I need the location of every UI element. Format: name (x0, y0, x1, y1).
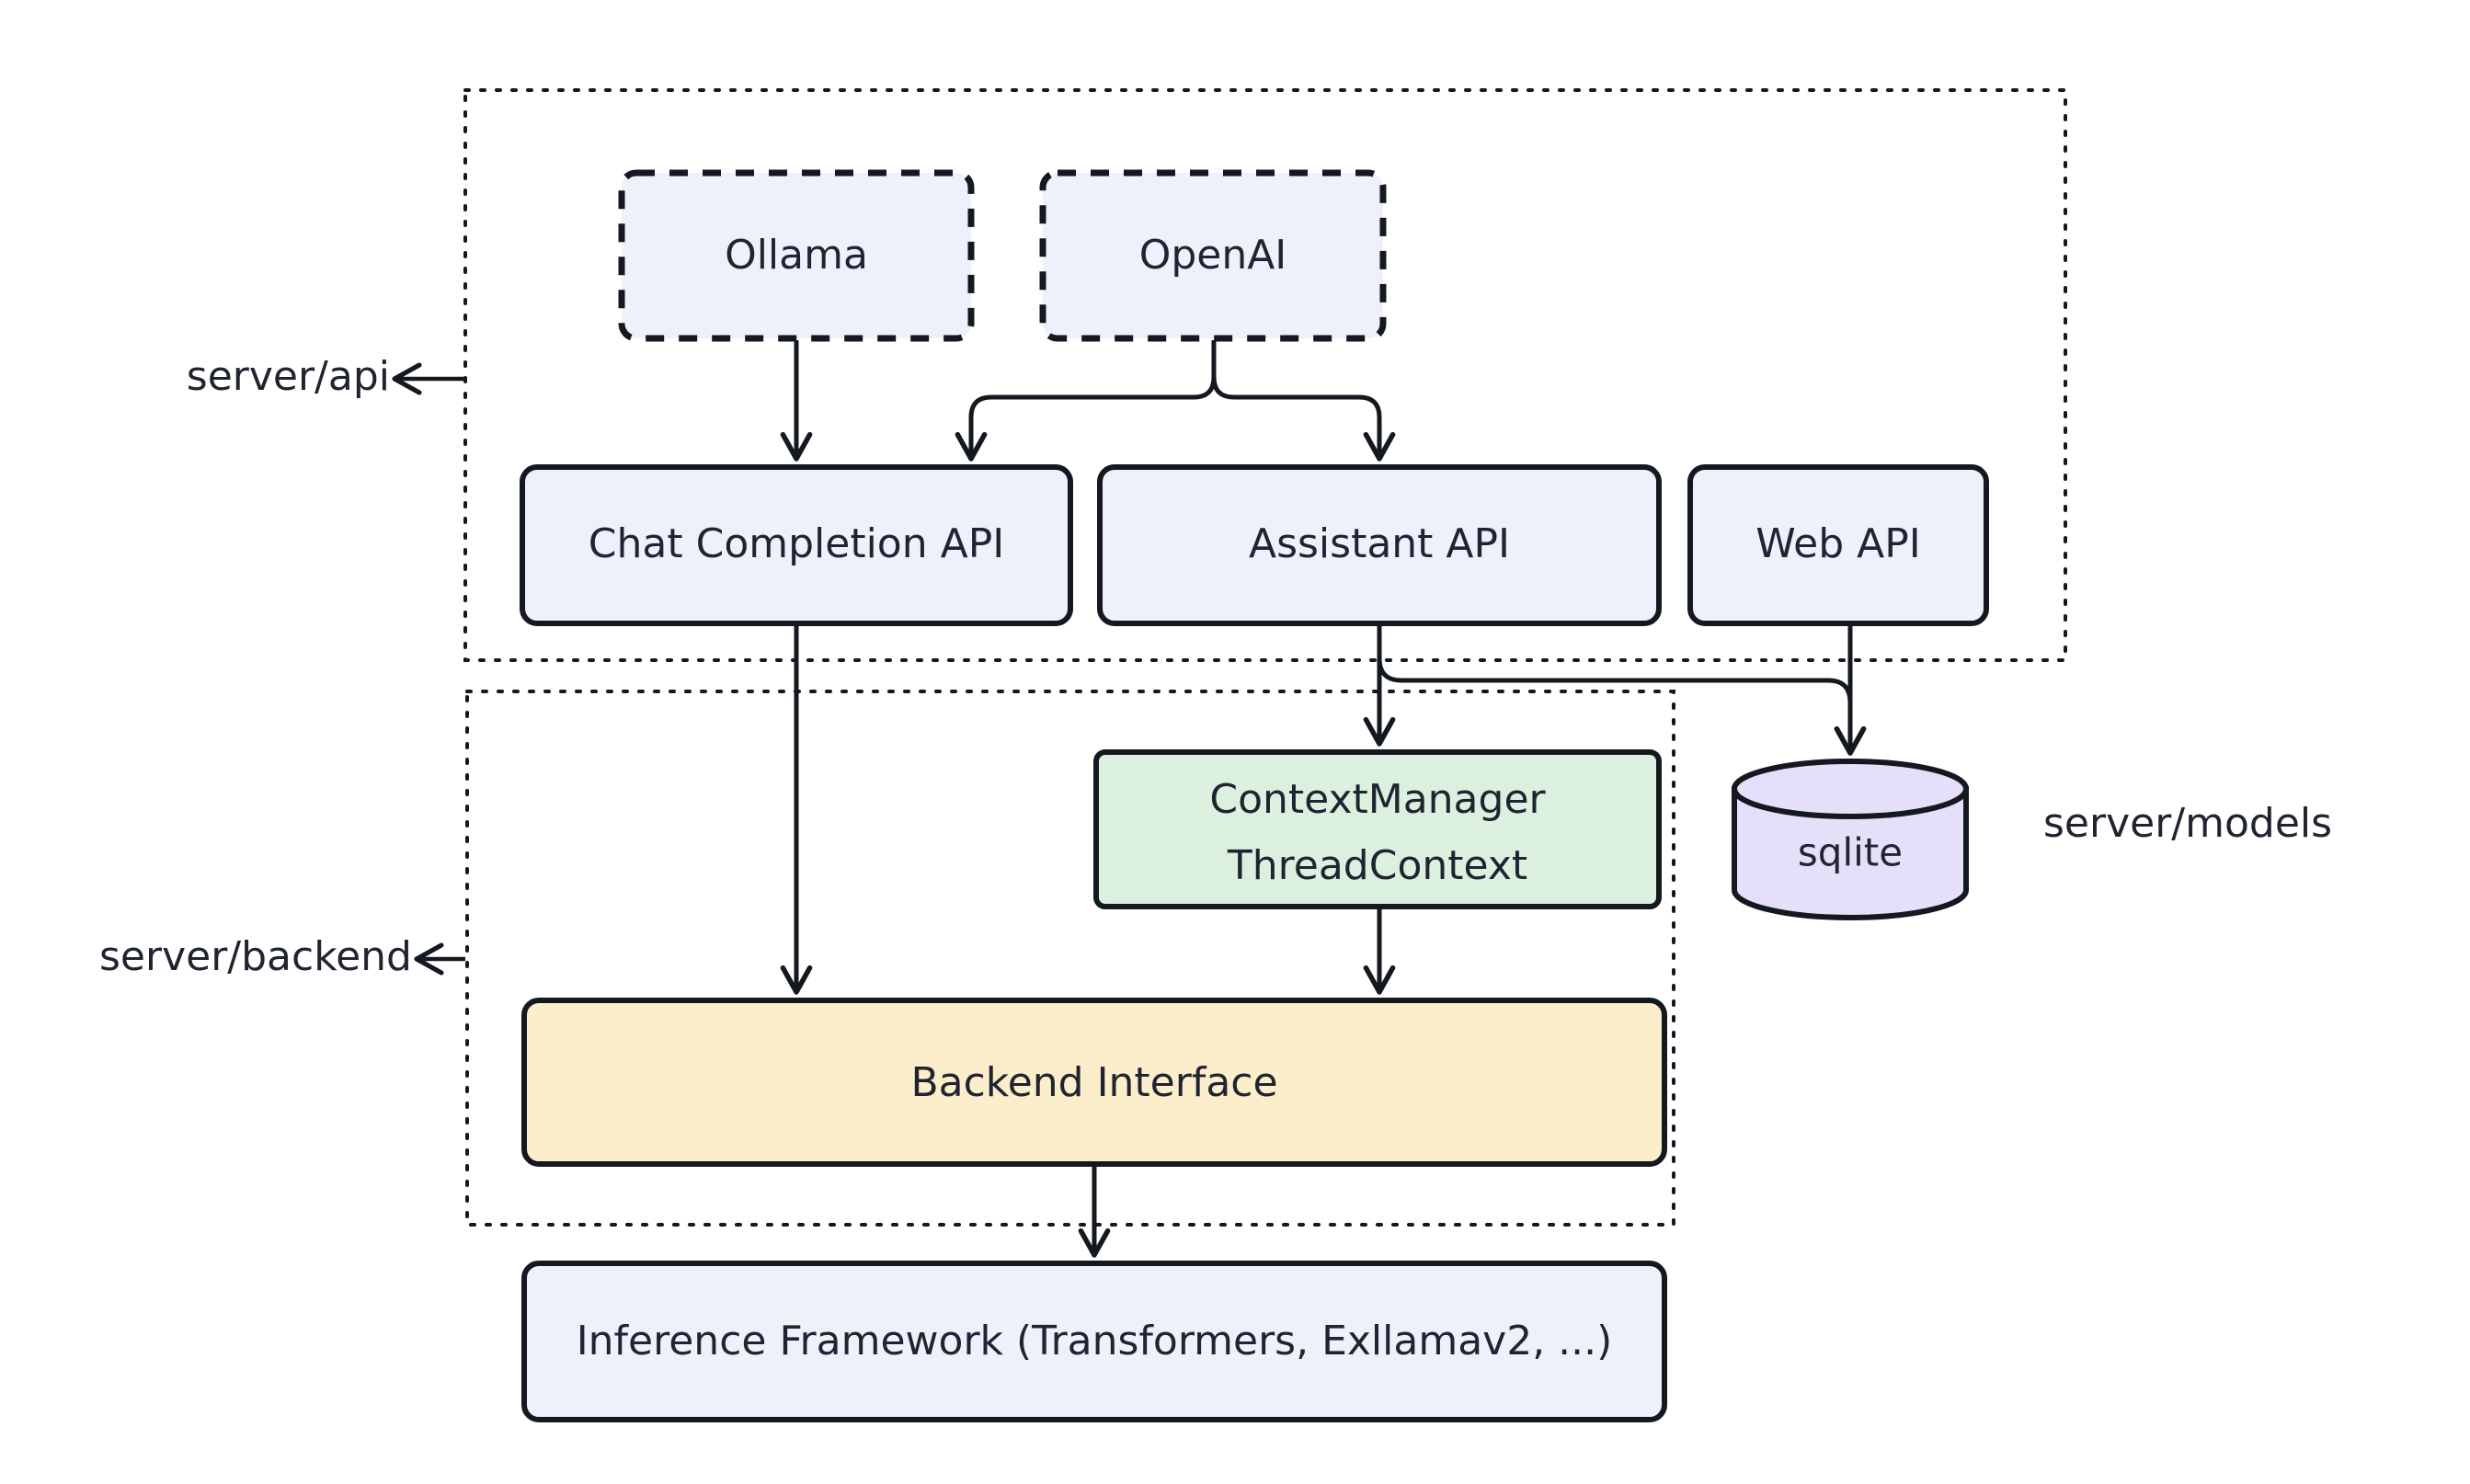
group-server-api (463, 88, 2067, 662)
node-ollama[interactable]: Ollama (618, 169, 975, 342)
node-web-api[interactable]: Web API (1687, 464, 1989, 626)
node-sqlite-label: sqlite (1798, 830, 1903, 875)
node-openai-label: OpenAI (1139, 232, 1287, 279)
node-context-manager[interactable]: ContextManager ThreadContext (1093, 749, 1662, 909)
node-assistant-api-shape[interactable] (1097, 464, 1662, 626)
node-ollama-shape[interactable] (618, 169, 975, 342)
group-label-server-api-text: server/api (187, 353, 390, 400)
node-chat-completion-api-shape[interactable] (520, 464, 1073, 626)
node-web-api-shape[interactable] (1687, 464, 1989, 626)
group-label-server-api: server/api (187, 353, 463, 400)
edge-assistant-api-to-sqlite (1377, 636, 1867, 756)
node-backend-interface-shape[interactable] (521, 998, 1667, 1167)
node-inference-framework-shape[interactable] (521, 1261, 1667, 1422)
node-sqlite-top[interactable] (1732, 759, 1969, 819)
node-openai-shape[interactable] (1039, 169, 1387, 342)
node-context-manager-label-line2: ThreadContext (1227, 842, 1527, 889)
node-sqlite-body[interactable] (1732, 786, 1969, 920)
node-context-manager-label-line1: ContextManager (1209, 776, 1546, 823)
node-backend-interface-label: Backend Interface (910, 1059, 1277, 1106)
group-server-backend (465, 690, 1675, 1227)
node-assistant-api-label: Assistant API (1249, 520, 1510, 567)
group-label-server-backend: server/backend (99, 933, 465, 980)
node-backend-interface[interactable]: Backend Interface (521, 998, 1667, 1167)
node-context-manager-shape[interactable] (1093, 749, 1662, 909)
node-inference-framework-label: Inference Framework (Transformers, Exlla… (577, 1318, 1613, 1364)
node-ollama-label: Ollama (725, 232, 868, 279)
node-chat-completion-api-label: Chat Completion API (589, 520, 1004, 567)
edge-openai-to-assistant-api (1211, 340, 1396, 462)
node-assistant-api[interactable]: Assistant API (1097, 464, 1662, 626)
node-web-api-label: Web API (1755, 520, 1921, 567)
label-server-models: server/models (2043, 800, 2332, 847)
node-chat-completion-api[interactable]: Chat Completion API (520, 464, 1073, 626)
node-inference-framework[interactable]: Inference Framework (Transformers, Exlla… (521, 1261, 1667, 1422)
node-openai[interactable]: OpenAI (1039, 169, 1387, 342)
group-label-server-backend-text: server/backend (99, 933, 412, 980)
node-sqlite[interactable]: sqlite (1732, 759, 1969, 920)
edge-openai-to-chat-completion-api (955, 340, 1217, 462)
